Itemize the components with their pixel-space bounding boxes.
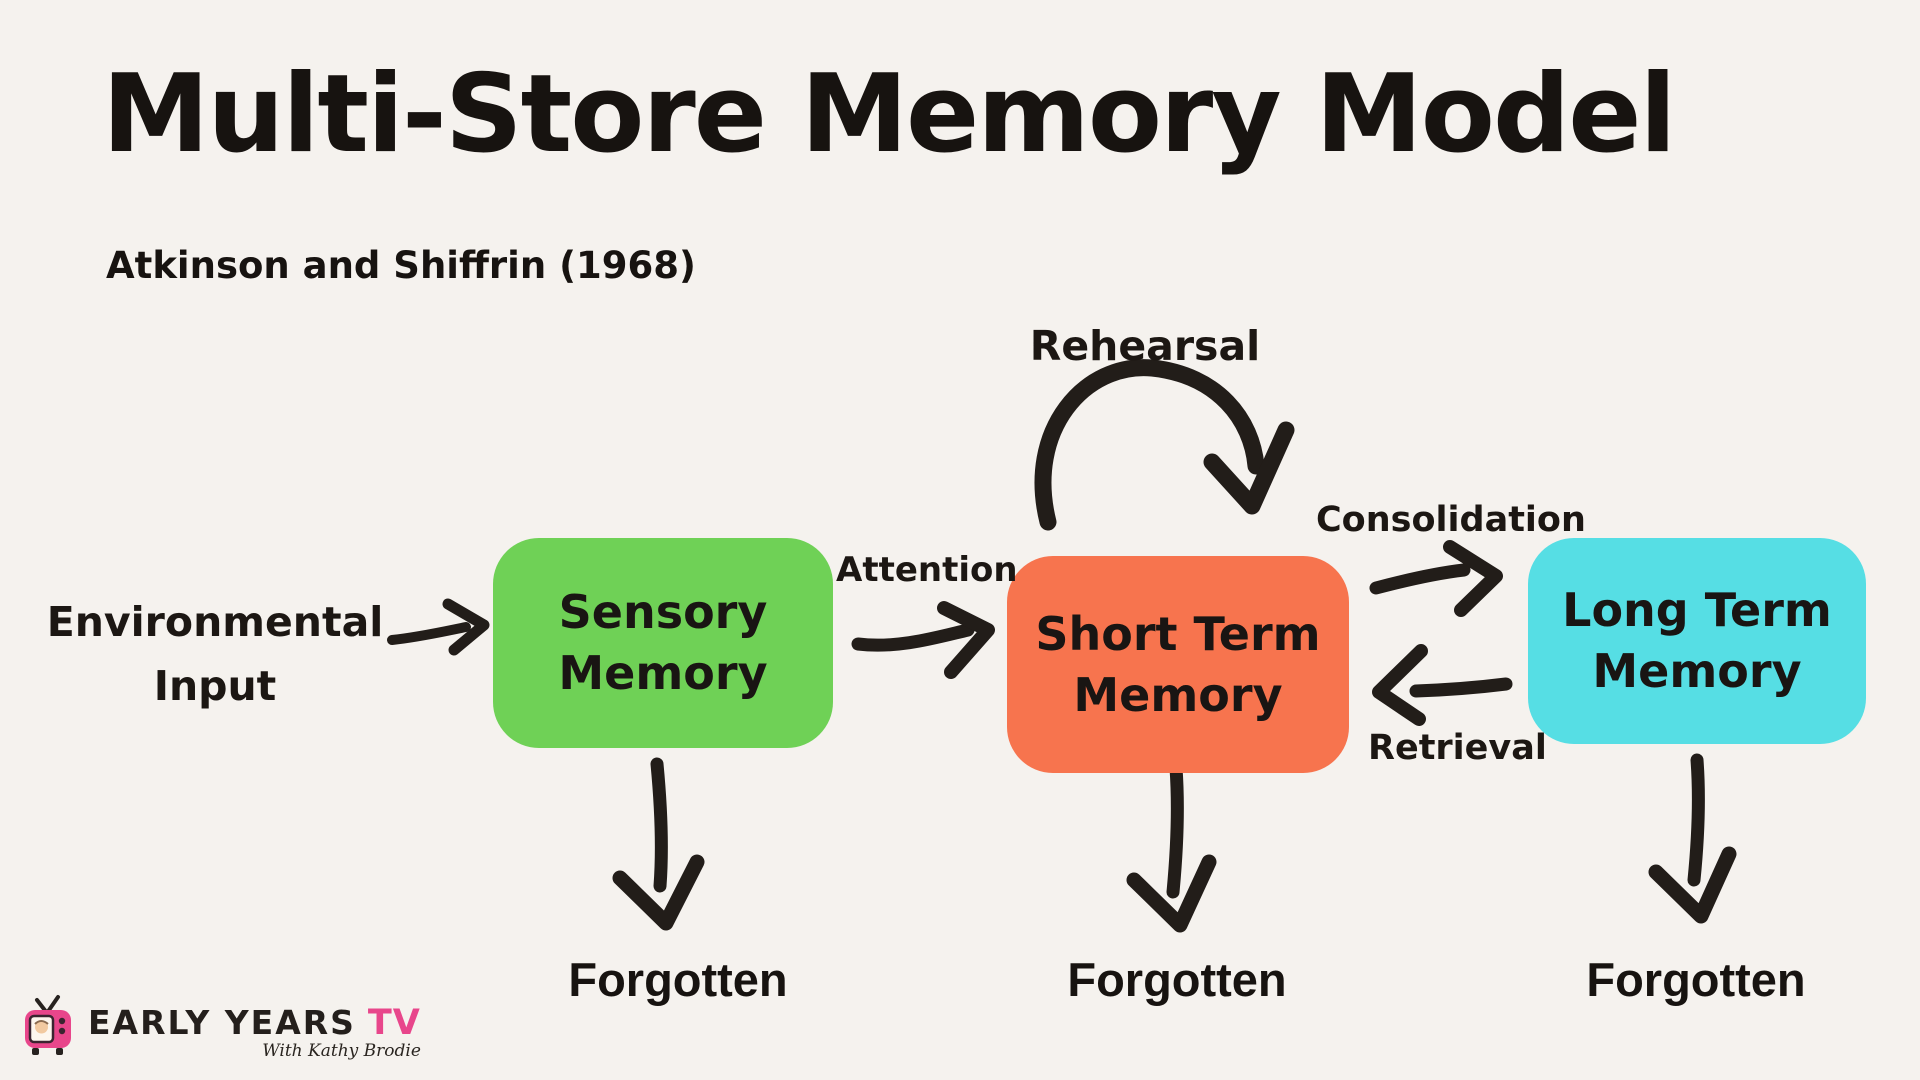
- node-label-line: Long Term: [1562, 583, 1832, 638]
- page-subtitle: Atkinson and Shiffrin (1968): [106, 244, 696, 287]
- label-consolidation: Consolidation: [1316, 500, 1586, 540]
- label-retrieval: Retrieval: [1368, 728, 1547, 768]
- tv-icon: [25, 995, 71, 1055]
- early-years-tv-logo: EARLY YEARS TV With Kathy Brodie: [22, 993, 421, 1061]
- arrow-long-term-forgotten: [1648, 753, 1737, 924]
- arrow-sensory-forgotten: [612, 757, 705, 931]
- node-label-line: Memory: [558, 646, 768, 700]
- environmental-input-line1: Environmental: [46, 598, 384, 646]
- logo-tv-text: TV: [367, 1003, 421, 1043]
- node-label-line: Sensory: [558, 585, 768, 640]
- node-short-term-memory: Short Term Memory: [1007, 556, 1349, 773]
- logo-text: EARLY YEARS TV With Kathy Brodie: [88, 1003, 421, 1061]
- label-rehearsal: Rehearsal: [1029, 322, 1261, 370]
- label-forgotten-long-term: Forgotten: [1586, 953, 1806, 1006]
- environmental-input-line2: Input: [153, 662, 277, 710]
- label-environmental-input: Environmental Input: [35, 590, 395, 718]
- arrow-input-to-sensory: [387, 598, 490, 656]
- label-forgotten-short-term: Forgotten: [1067, 953, 1287, 1006]
- node-label-line: Short Term: [1035, 606, 1321, 661]
- arrow-attention: [851, 601, 995, 679]
- page-title: Multi-Store Memory Model: [102, 52, 1677, 177]
- node-long-term-memory: Long Term Memory: [1528, 538, 1866, 744]
- arrow-short-term-forgotten: [1126, 761, 1217, 933]
- arrow-rehearsal-loop: [1034, 359, 1295, 531]
- arrow-retrieval: [1372, 644, 1513, 726]
- node-label-line: Memory: [1592, 644, 1802, 698]
- node-label-line: Memory: [1073, 667, 1283, 722]
- logo-tagline: With Kathy Brodie: [262, 1041, 421, 1061]
- arrow-consolidation: [1369, 540, 1503, 617]
- label-attention: Attention: [836, 550, 1018, 590]
- node-sensory-memory: Sensory Memory: [493, 538, 833, 748]
- label-forgotten-sensory: Forgotten: [568, 953, 788, 1006]
- logo-brand-text: EARLY YEARS: [88, 1003, 356, 1042]
